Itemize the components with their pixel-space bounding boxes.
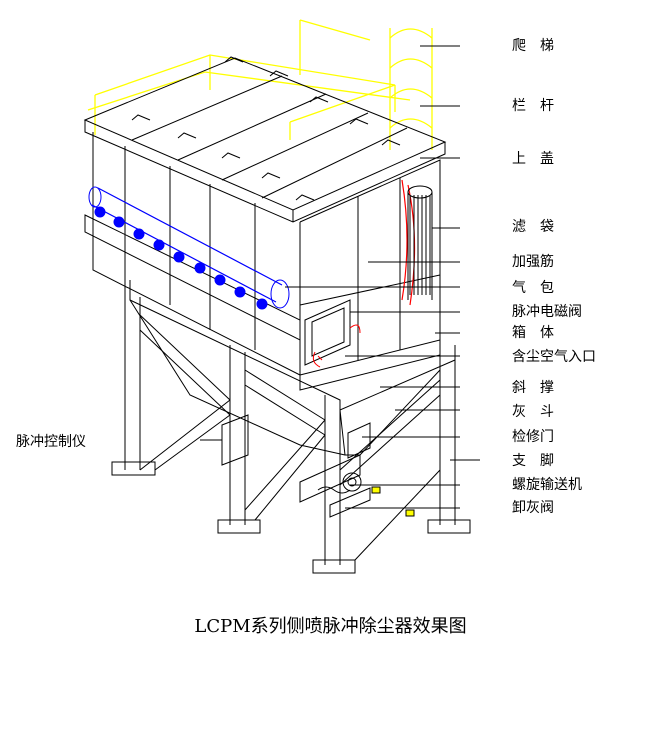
label-discharge-valve: 卸灰阀 xyxy=(512,500,554,516)
solenoid-valves xyxy=(94,206,268,310)
label-dusty-inlet: 含尘空气入口 xyxy=(512,349,596,365)
label-ladder: 爬 梯 xyxy=(512,38,554,54)
label-diagonal-brace: 斜 撑 xyxy=(512,380,554,396)
label-stiffener: 加强筋 xyxy=(512,254,554,270)
label-solenoid-valve: 脉冲电磁阀 xyxy=(512,304,582,320)
ladder-railing xyxy=(87,19,433,150)
manifold-plate xyxy=(84,214,301,341)
label-hopper: 灰 斗 xyxy=(512,404,554,420)
label-filter-bag: 滤 袋 xyxy=(512,219,554,235)
label-box-body: 箱 体 xyxy=(512,325,554,341)
leader-lines xyxy=(200,45,480,509)
label-screw-conveyor: 螺旋输送机 xyxy=(512,477,582,493)
label-top-cover: 上 盖 xyxy=(512,151,554,167)
label-support-leg: 支 脚 xyxy=(512,453,554,469)
diagonal-braces xyxy=(139,314,231,471)
air-inlet xyxy=(304,299,351,366)
figure-caption: LCPM系列侧喷脉冲除尘器效果图 xyxy=(194,616,467,637)
support-legs xyxy=(111,290,471,574)
screw-conveyor xyxy=(299,454,361,503)
box-body xyxy=(92,132,301,376)
label-air-header: 气 包 xyxy=(512,280,554,296)
label-pulse-controller: 脉冲控制仪 xyxy=(16,434,86,450)
inspection-door xyxy=(347,422,371,459)
hopper xyxy=(129,280,456,411)
label-railing: 栏 杆 xyxy=(512,98,554,114)
pulse-controller xyxy=(221,414,249,466)
label-inspection-door: 检修门 xyxy=(512,429,554,445)
